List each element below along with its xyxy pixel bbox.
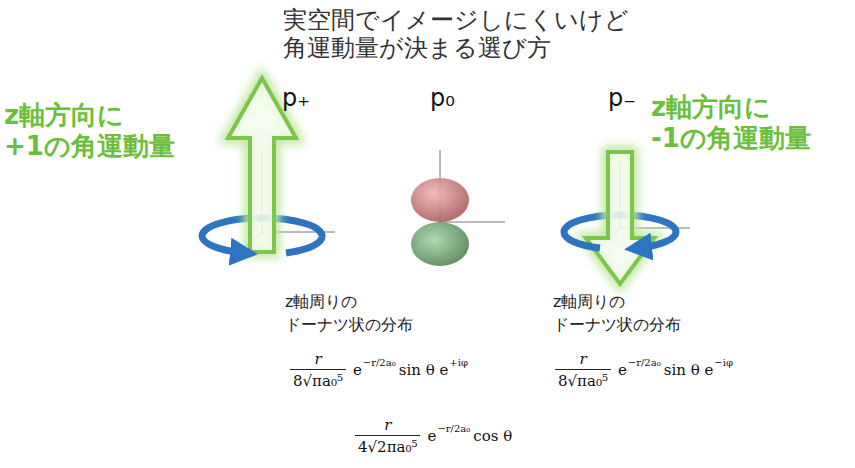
fraction: r8√πa₀⁵ [555, 350, 611, 390]
formula-part: e [615, 361, 627, 379]
formula-part: −iφ [714, 357, 733, 368]
angular-momentum-note: z軸方向に +1の角運動量 [4, 100, 216, 162]
wavefunction-formula: r8√πa₀⁵e−r/2a₀sin θ e+iφ [290, 350, 468, 390]
formula-part: 4√2πa₀⁵ [355, 436, 420, 456]
formula-part: cos θ [470, 427, 512, 445]
distribution-note: z軸周りの ドーナツ状の分布 [285, 290, 435, 336]
wavefunction-formula: r4√2πa₀⁵e−r/2a₀cos θ [355, 416, 512, 456]
p-minus-figure [564, 150, 690, 284]
p-zero-figure [411, 150, 505, 266]
p-plus-figure [202, 78, 335, 258]
formula-part: −r/2a₀ [628, 357, 661, 368]
formula-part: 8√πa₀⁵ [555, 370, 611, 390]
formula-part: −r/2a₀ [437, 423, 470, 434]
formula-part: sin θ e [661, 361, 714, 379]
orbital-name: p₊ [282, 84, 310, 112]
formula-part: +iφ [449, 357, 468, 368]
fraction: r4√2πa₀⁵ [355, 416, 420, 456]
formula-part: sin θ e [396, 361, 449, 379]
formula-part: 8√πa₀⁵ [290, 370, 346, 390]
formula-part: e [424, 427, 436, 445]
formula-part: r [355, 416, 420, 436]
orbital-name: p₀ [430, 84, 455, 112]
formula-part: e [350, 361, 362, 379]
formula-part: r [555, 350, 611, 370]
distribution-note: z軸周りの ドーナツ状の分布 [553, 290, 703, 336]
diagram-title: 実空間でイメージしにくいけど 角運動量が決まる選び方 [283, 6, 663, 63]
angular-momentum-note: z軸方向に -1の角運動量 [651, 92, 851, 154]
formula-part: r [290, 350, 346, 370]
wavefunction-formula: r8√πa₀⁵e−r/2a₀sin θ e−iφ [555, 350, 733, 390]
orbital-name: p₋ [608, 84, 636, 112]
formula-part: −r/2a₀ [363, 357, 396, 368]
fraction: r8√πa₀⁵ [290, 350, 346, 390]
